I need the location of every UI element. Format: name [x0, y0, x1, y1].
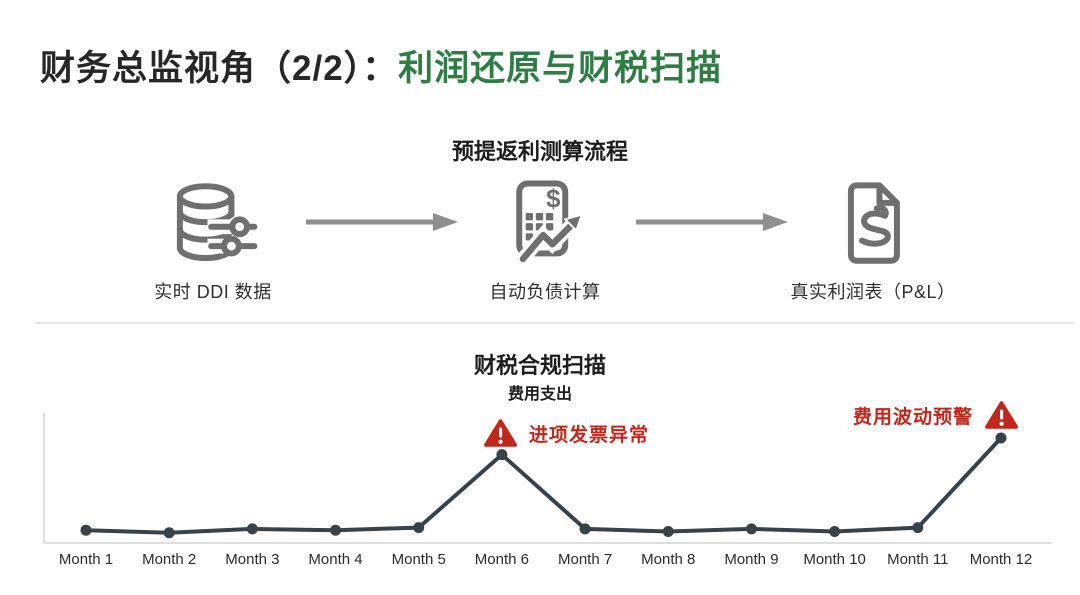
annotation-invoice-anomaly: 进项发票异常: [484, 418, 649, 448]
document-pl-icon: [753, 176, 993, 272]
flow-arrow-icon: [306, 213, 458, 231]
x-axis-label: Month 1: [58, 551, 114, 568]
data-point-month-6: [496, 449, 508, 461]
warning-triangle-icon: [484, 419, 517, 447]
process-step-true-pl: 真实利润表（P&L）: [753, 176, 993, 304]
x-axis-label: Month 12: [969, 551, 1033, 568]
x-axis-labels: Month 1 Month 2 Month 3 Month 4 Month 5 Month…: [0, 551, 1080, 571]
page-title-highlight: 利润还原与财税扫描: [398, 49, 723, 88]
data-point-month-4: [330, 524, 342, 536]
flow-arrow-icon: [636, 213, 788, 231]
process-step-realtime-ddi: 实时 DDI 数据: [93, 176, 333, 304]
chart-series-label: 费用支出: [507, 386, 572, 403]
process-section-heading: 预提返利测算流程: [451, 139, 628, 164]
x-axis-label: Month 11: [887, 551, 949, 568]
calculator-trend-icon: $: [425, 176, 665, 272]
step-label-true-pl: 真实利润表（P&L）: [790, 282, 956, 302]
data-point-month-9: [745, 523, 757, 535]
section-divider: [35, 322, 1075, 324]
annotation-label: 进项发票异常: [529, 424, 650, 446]
data-point-month-11: [912, 522, 924, 534]
data-point-month-7: [579, 523, 591, 535]
x-axis-label: Month 2: [142, 551, 197, 568]
annotation-label: 费用波动预警: [853, 406, 974, 428]
step-label-auto-liability: 自动负债计算: [489, 282, 601, 302]
annotation-expense-fluctuation: 费用波动预警: [853, 400, 1019, 430]
data-point-month-12: [995, 432, 1007, 444]
data-point-month-3: [246, 523, 258, 535]
x-axis-label: Month 3: [225, 551, 280, 568]
warning-triangle-icon: [985, 401, 1019, 429]
x-axis-label: Month 4: [308, 551, 363, 568]
x-axis-label: Month 8: [641, 551, 696, 568]
data-point-month-10: [829, 525, 841, 537]
x-axis-label: Month 7: [557, 551, 613, 568]
series-line: [85, 436, 1003, 535]
x-axis-label: Month 9: [724, 551, 779, 568]
scan-section-heading: 财税合规扫描: [473, 353, 606, 378]
chart-series: [80, 432, 1007, 539]
x-axis-label: Month 6: [474, 551, 529, 568]
x-axis-label: Month 10: [803, 551, 866, 568]
x-axis-label: Month 5: [391, 551, 446, 568]
page-title: 财务总监视角（2/2）：利润还原与财税扫描: [40, 40, 722, 91]
page-title-prefix: 财务总监视角（2/2）：: [40, 49, 399, 88]
process-step-auto-liability: $ 自动负债计算: [425, 176, 665, 304]
step-label-realtime-ddi: 实时 DDI 数据: [154, 282, 272, 302]
database-icon: [93, 176, 333, 272]
data-point-month-2: [163, 527, 175, 539]
data-point-month-8: [662, 525, 674, 537]
data-point-month-1: [80, 524, 92, 536]
data-point-month-5: [413, 522, 425, 534]
svg-text:$: $: [546, 185, 560, 213]
